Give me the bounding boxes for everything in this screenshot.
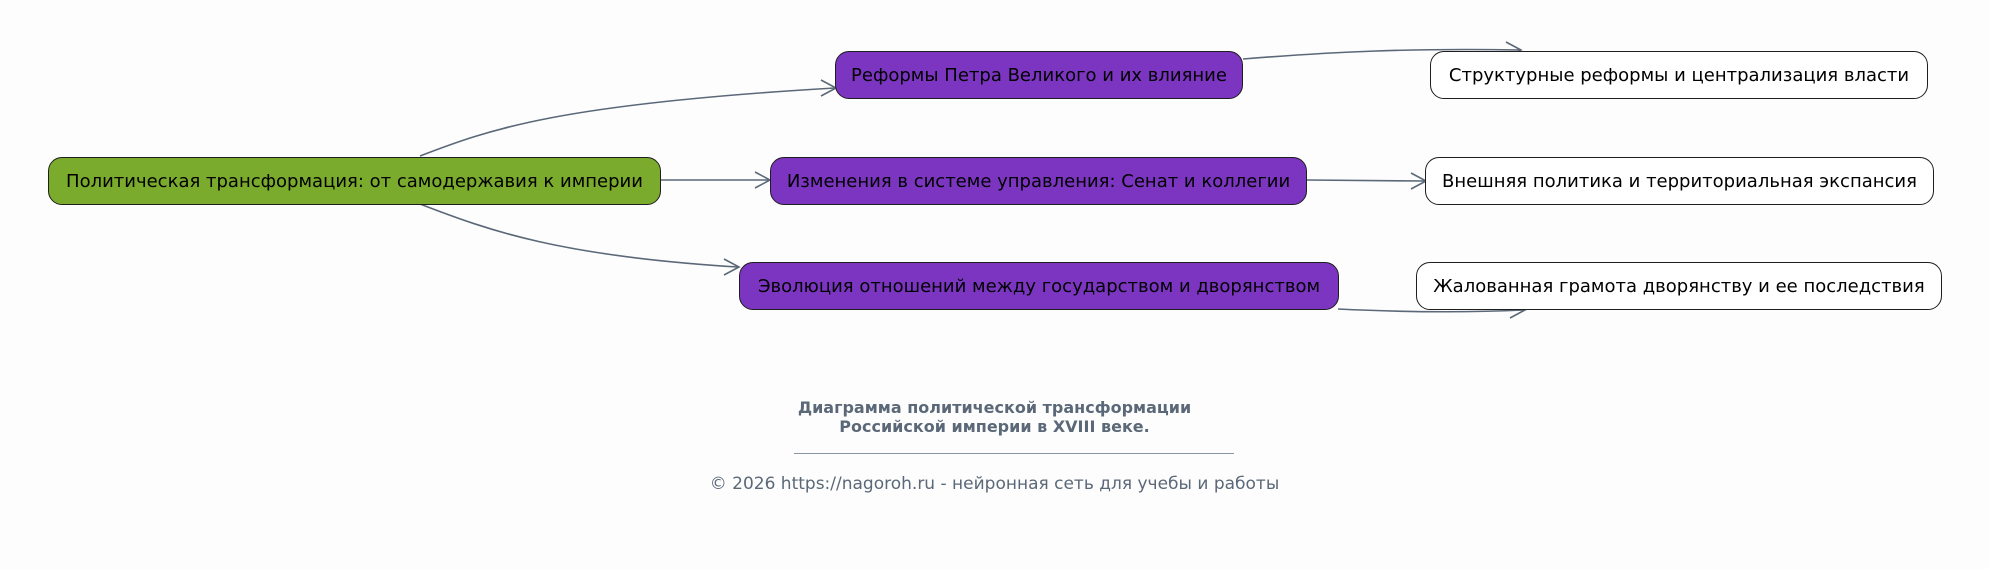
caption-line-2: Российской империи в XVIII веке.	[839, 417, 1150, 436]
node-mid1: Реформы Петра Великого и их влияние	[835, 51, 1243, 99]
arrowhead-mid3	[723, 258, 741, 276]
caption-line-1: Диаграмма политической трансформации	[797, 398, 1192, 417]
node-mid3-label: Эволюция отношений между государством и …	[757, 275, 1321, 297]
edge-mid1-to-leaf1	[1242, 48, 1521, 60]
diagram-caption: Диаграмма политической трансформации Рос…	[0, 398, 1989, 436]
node-leaf3: Жалованная грамота дворянству и ее после…	[1416, 262, 1942, 310]
node-root: Политическая трансформация: от самодержа…	[48, 157, 661, 205]
node-leaf1: Структурные реформы и централизация влас…	[1430, 51, 1928, 99]
copyright-text: © 2026 https://nagoroh.ru - нейронная се…	[709, 474, 1280, 494]
node-mid2: Изменения в системе управления: Сенат и …	[770, 157, 1307, 205]
caption-divider	[794, 453, 1234, 454]
node-mid2-label: Изменения в системе управления: Сенат и …	[786, 170, 1291, 192]
node-leaf3-label: Жалованная грамота дворянству и ее после…	[1433, 275, 1925, 297]
node-mid3: Эволюция отношений между государством и …	[739, 262, 1339, 310]
edge-mid3-to-leaf3	[1337, 308, 1525, 313]
edge-root-to-mid1	[419, 87, 836, 157]
edge-root-to-mid3	[419, 203, 739, 268]
node-leaf1-label: Структурные реформы и централизация влас…	[1448, 64, 1910, 86]
node-leaf2: Внешняя политика и территориальная экспа…	[1425, 157, 1934, 205]
node-root-label: Политическая трансформация: от самодержа…	[66, 170, 643, 192]
edge-mid2-to-leaf2	[1306, 179, 1426, 182]
node-mid1-label: Реформы Петра Великого и их влияние	[851, 64, 1227, 86]
node-leaf2-label: Внешняя политика и территориальная экспа…	[1442, 170, 1917, 192]
